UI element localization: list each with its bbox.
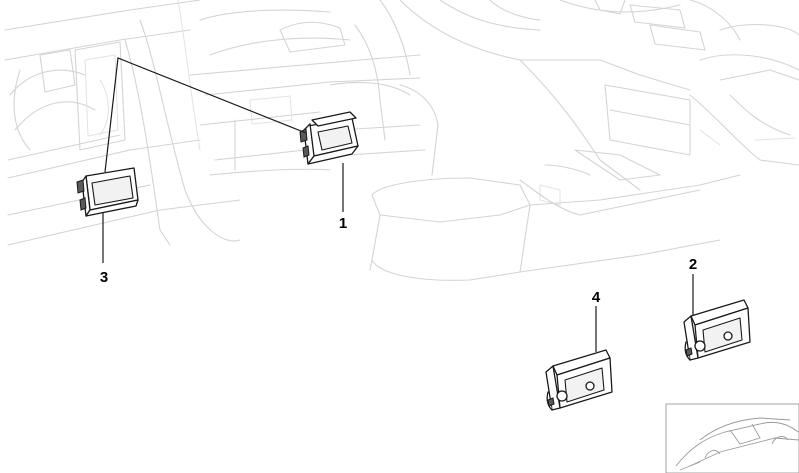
leader-line-1-3-connector (104, 57, 307, 173)
thumbnail-frame (665, 403, 799, 473)
part-2-ashtray-unit (683, 299, 751, 361)
part-1-switch-unit (299, 111, 359, 165)
callout-3: 3 (100, 269, 108, 286)
vehicle-thumbnail (665, 403, 799, 473)
interior-background-sketch (4, 0, 799, 281)
car-silhouette-icon (675, 417, 799, 471)
callout-labels: 1 2 3 4 (100, 215, 697, 306)
callout-4: 4 (592, 289, 601, 306)
part-4-ashtray-unit (545, 349, 613, 411)
callout-2: 2 (689, 256, 697, 273)
part-3-switch-unit (76, 167, 139, 217)
leader-lines (102, 57, 694, 352)
callout-1: 1 (339, 215, 347, 232)
